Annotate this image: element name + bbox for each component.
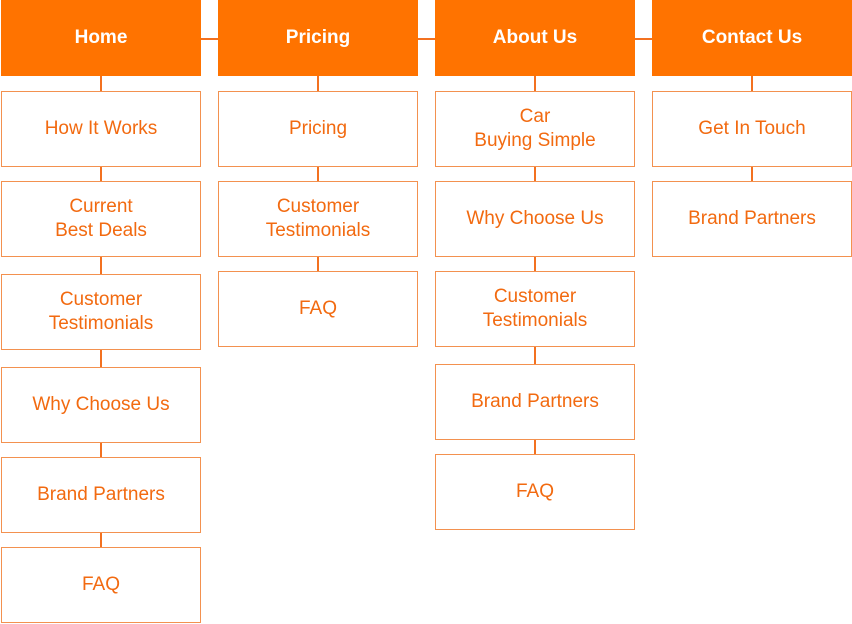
header-connector bbox=[418, 38, 435, 40]
tree-connector bbox=[317, 76, 319, 91]
nav-header-about-us[interactable]: About Us bbox=[435, 0, 635, 76]
tree-connector bbox=[100, 167, 102, 181]
tree-connector bbox=[534, 347, 536, 364]
tree-connector bbox=[100, 257, 102, 274]
page-box-brand-partners[interactable]: Brand Partners bbox=[1, 457, 201, 533]
page-box-faq[interactable]: FAQ bbox=[435, 454, 635, 530]
tree-connector bbox=[751, 167, 753, 181]
tree-connector bbox=[534, 257, 536, 271]
page-box-why-choose-us[interactable]: Why Choose Us bbox=[435, 181, 635, 257]
tree-connector bbox=[100, 350, 102, 367]
page-box-current-best-deals[interactable]: Current Best Deals bbox=[1, 181, 201, 257]
page-box-brand-partners[interactable]: Brand Partners bbox=[435, 364, 635, 440]
header-connector bbox=[201, 38, 218, 40]
tree-connector bbox=[100, 533, 102, 547]
page-box-how-it-works[interactable]: How It Works bbox=[1, 91, 201, 167]
tree-connector bbox=[317, 167, 319, 181]
page-box-customer-testimonials[interactable]: Customer Testimonials bbox=[218, 181, 418, 257]
tree-connector bbox=[534, 440, 536, 454]
tree-connector bbox=[100, 443, 102, 457]
tree-connector bbox=[100, 76, 102, 91]
tree-connector bbox=[534, 167, 536, 181]
page-box-brand-partners[interactable]: Brand Partners bbox=[652, 181, 852, 257]
header-connector bbox=[635, 38, 652, 40]
page-box-faq[interactable]: FAQ bbox=[218, 271, 418, 347]
page-box-why-choose-us[interactable]: Why Choose Us bbox=[1, 367, 201, 443]
page-box-get-in-touch[interactable]: Get In Touch bbox=[652, 91, 852, 167]
page-box-faq[interactable]: FAQ bbox=[1, 547, 201, 623]
nav-header-contact-us[interactable]: Contact Us bbox=[652, 0, 852, 76]
page-box-customer-testimonials[interactable]: Customer Testimonials bbox=[1, 274, 201, 350]
tree-connector bbox=[751, 76, 753, 91]
nav-header-pricing[interactable]: Pricing bbox=[218, 0, 418, 76]
tree-connector bbox=[534, 76, 536, 91]
page-box-customer-testimonials[interactable]: Customer Testimonials bbox=[435, 271, 635, 347]
page-box-car-buying-simple[interactable]: Car Buying Simple bbox=[435, 91, 635, 167]
nav-header-home[interactable]: Home bbox=[1, 0, 201, 76]
tree-connector bbox=[317, 257, 319, 271]
page-box-pricing[interactable]: Pricing bbox=[218, 91, 418, 167]
